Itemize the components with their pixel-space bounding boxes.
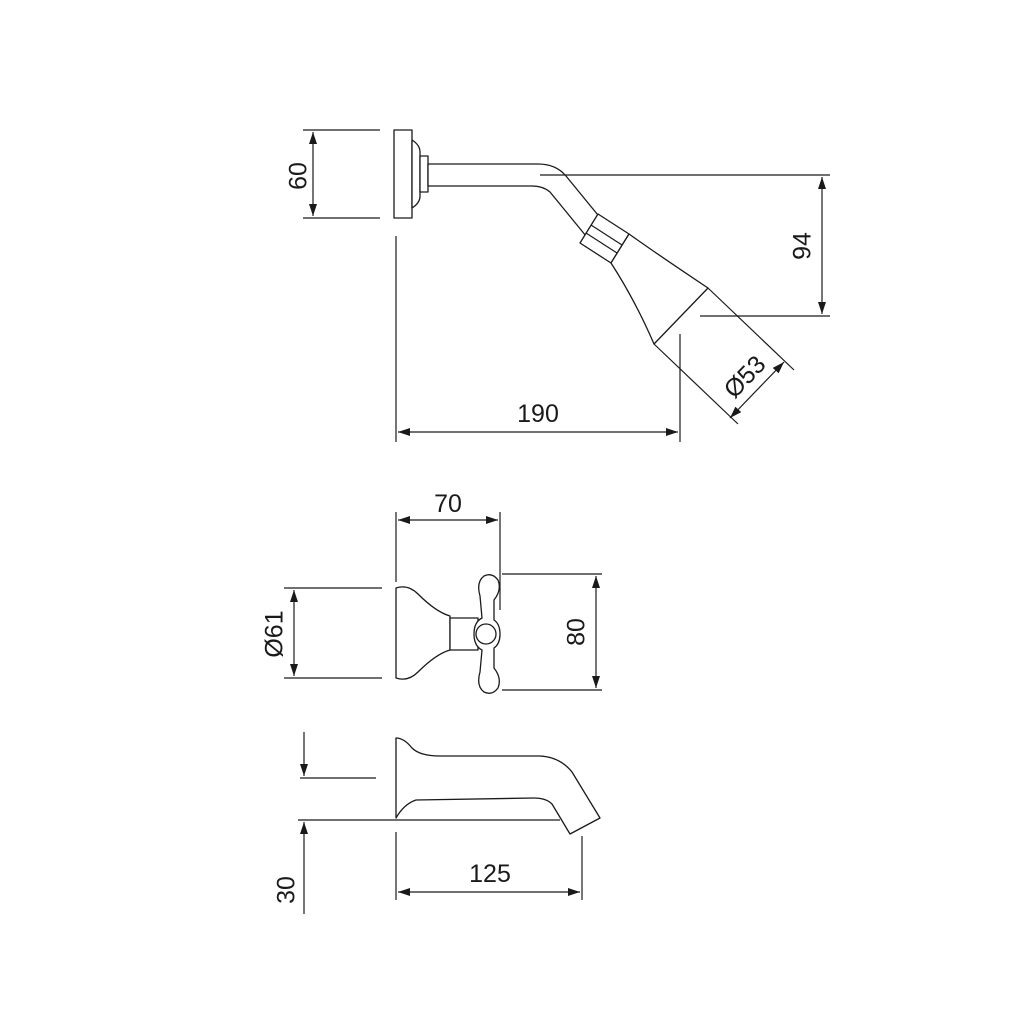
dim-61-label: Ø61 bbox=[261, 610, 289, 657]
shower-head-assembly: 60 94 Ø53 190 bbox=[285, 129, 830, 442]
shower-joint-line-2 bbox=[585, 232, 618, 254]
dim-53-ext-2 bbox=[653, 343, 739, 425]
dim-60-label: 60 bbox=[285, 162, 313, 190]
shower-flange-collar bbox=[411, 139, 421, 209]
shower-wall-flange bbox=[393, 129, 413, 219]
valve-assembly: 70 Ø61 80 bbox=[261, 490, 602, 694]
dim-30-label: 30 bbox=[273, 876, 301, 904]
valve-bell-flange bbox=[395, 586, 451, 680]
spout-body bbox=[395, 737, 601, 835]
shower-joint-line-1 bbox=[590, 224, 623, 246]
dim-80-label: 80 bbox=[563, 618, 591, 646]
shower-head-cone bbox=[610, 233, 709, 345]
spout-assembly: 30 125 bbox=[273, 732, 601, 914]
valve-handle-hub bbox=[475, 623, 497, 645]
dim-53-ext-1 bbox=[707, 287, 795, 371]
dim-190-label: 190 bbox=[517, 400, 559, 428]
dim-53-label: Ø53 bbox=[719, 350, 772, 403]
dim-94-label: 94 bbox=[789, 232, 817, 260]
shower-flange-nut bbox=[419, 155, 429, 193]
dim-125-label: 125 bbox=[469, 860, 511, 888]
dim-70-label: 70 bbox=[434, 490, 462, 518]
valve-spindle bbox=[449, 617, 479, 651]
dim-53-line bbox=[729, 361, 785, 419]
